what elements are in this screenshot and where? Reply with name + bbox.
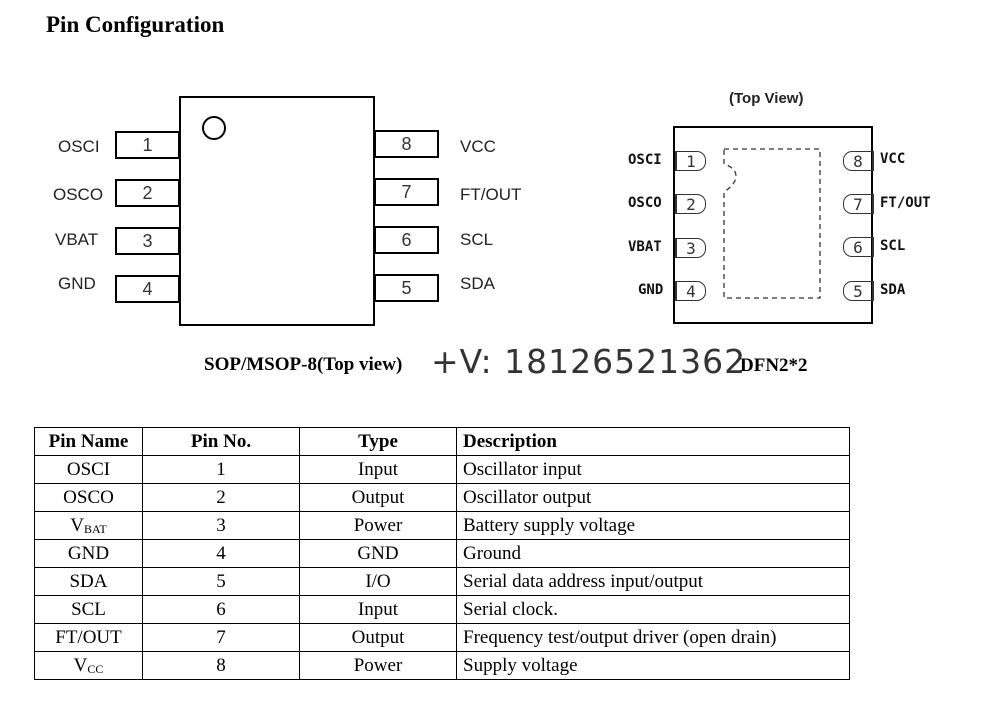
dfn-pin-pad: 3 [675,238,706,258]
pin-description-table: Pin Name Pin No. Type Description OSCI 1… [34,427,850,680]
pin-name-cell: SDA [34,567,143,596]
dfn-pin-pad: 6 [843,237,874,257]
pin-type-cell: Input [299,455,457,484]
table-row: OSCO 2 Output Oscillator output [34,483,850,512]
table-header-row: Pin Name Pin No. Type Description [34,427,850,456]
dfn-pin-pad: 4 [675,281,706,301]
pin-description-cell: Frequency test/output driver (open drain… [456,623,850,652]
pin-description-cell: Ground [456,539,850,568]
sop-pin-label: VCC [460,137,496,156]
dfn-pin-label: VCC [880,151,906,167]
pin-no-cell: 6 [142,595,300,624]
table-row: VBAT 3 Power Battery supply voltage [34,511,850,540]
column-header: Pin Name [34,427,143,456]
table-row: FT/OUT 7 Output Frequency test/output dr… [34,623,850,652]
sop-pin-label: SDA [460,274,495,293]
sop-pin-box: 7 [374,178,439,206]
dfn-pin-pad: 8 [843,151,874,171]
sop-pin-box: 1 [115,131,180,159]
pin-type-cell: GND [299,539,457,568]
sop-pin-box: 5 [374,274,439,302]
table-row: SDA 5 I/O Serial data address input/outp… [34,567,850,596]
pin-no-cell: 3 [142,511,300,540]
sop-pin-box: 2 [115,179,180,207]
dfn-pin-label: OSCO [628,195,662,211]
pin-no-cell: 5 [142,567,300,596]
dfn-pin-label: SDA [880,282,906,298]
dfn-pin-pad: 2 [675,194,706,214]
pin-no-cell: 7 [142,623,300,652]
pin1-marker-icon [202,116,226,140]
sop-pin-label: OSCI [58,137,100,156]
pin-type-cell: Power [299,651,457,680]
table-row: VCC 8 Power Supply voltage [34,651,850,680]
sop-pin-label: SCL [460,230,494,249]
dfn-pin-pad: 7 [843,194,874,214]
pin-no-cell: 8 [142,651,300,680]
sop-pin-label: GND [58,274,96,293]
pin-type-cell: I/O [299,567,457,596]
watermark-text: +V: 18126521362 [431,342,747,381]
pin-no-cell: 1 [142,455,300,484]
dfn-pin-pad: 1 [675,151,706,171]
dfn-pin-label: SCL [880,238,906,254]
table-row: GND 4 GND Ground [34,539,850,568]
pin-type-cell: Output [299,623,457,652]
pin-description-cell: Battery supply voltage [456,511,850,540]
page-title: Pin Configuration [46,12,225,37]
pin-description-cell: Serial clock. [456,595,850,624]
pin-description-cell: Oscillator output [456,483,850,512]
pin-type-cell: Power [299,511,457,540]
dfn-pin-label: FT/OUT [880,195,931,211]
sop-pin-label: OSCO [53,185,104,204]
dfn-pin-label: VBAT [628,239,662,255]
pin-type-cell: Output [299,483,457,512]
pin-name-cell: OSCO [34,483,143,512]
pin-type-cell: Input [299,595,457,624]
pin-name-cell: SCL [34,595,143,624]
top-view-label: (Top View) [729,90,804,107]
sop-caption: SOP/MSOP-8(Top view) [204,354,403,375]
pin-description-cell: Serial data address input/output [456,567,850,596]
sop-pin-box: 8 [374,130,439,158]
dfn-pin-pad: 5 [843,281,874,301]
dfn-caption: DFN2*2 [740,355,808,376]
pin-no-cell: 2 [142,483,300,512]
dfn-pin-label: GND [638,282,664,298]
table-row: SCL 6 Input Serial clock. [34,595,850,624]
sop-pin-box: 4 [115,275,180,303]
column-header: Pin No. [142,427,300,456]
dfn-pin-label: OSCI [628,152,662,168]
pin-name-cell: OSCI [34,455,143,484]
pin-name-cell: VBAT [34,511,143,540]
pin-name-cell: VCC [34,651,143,680]
pin-name-cell: GND [34,539,143,568]
pin-description-cell: Supply voltage [456,651,850,680]
sop-pin-box: 3 [115,227,180,255]
dfn-chip-body [673,126,873,324]
column-header: Description [456,427,850,456]
sop-pin-box: 6 [374,226,439,254]
table-row: OSCI 1 Input Oscillator input [34,455,850,484]
pin-name-cell: FT/OUT [34,623,143,652]
pin-no-cell: 4 [142,539,300,568]
pin-description-cell: Oscillator input [456,455,850,484]
sop-pin-label: FT/OUT [460,185,522,204]
column-header: Type [299,427,457,456]
exposed-pad-outline [723,148,821,299]
sop-pin-label: VBAT [55,230,99,249]
